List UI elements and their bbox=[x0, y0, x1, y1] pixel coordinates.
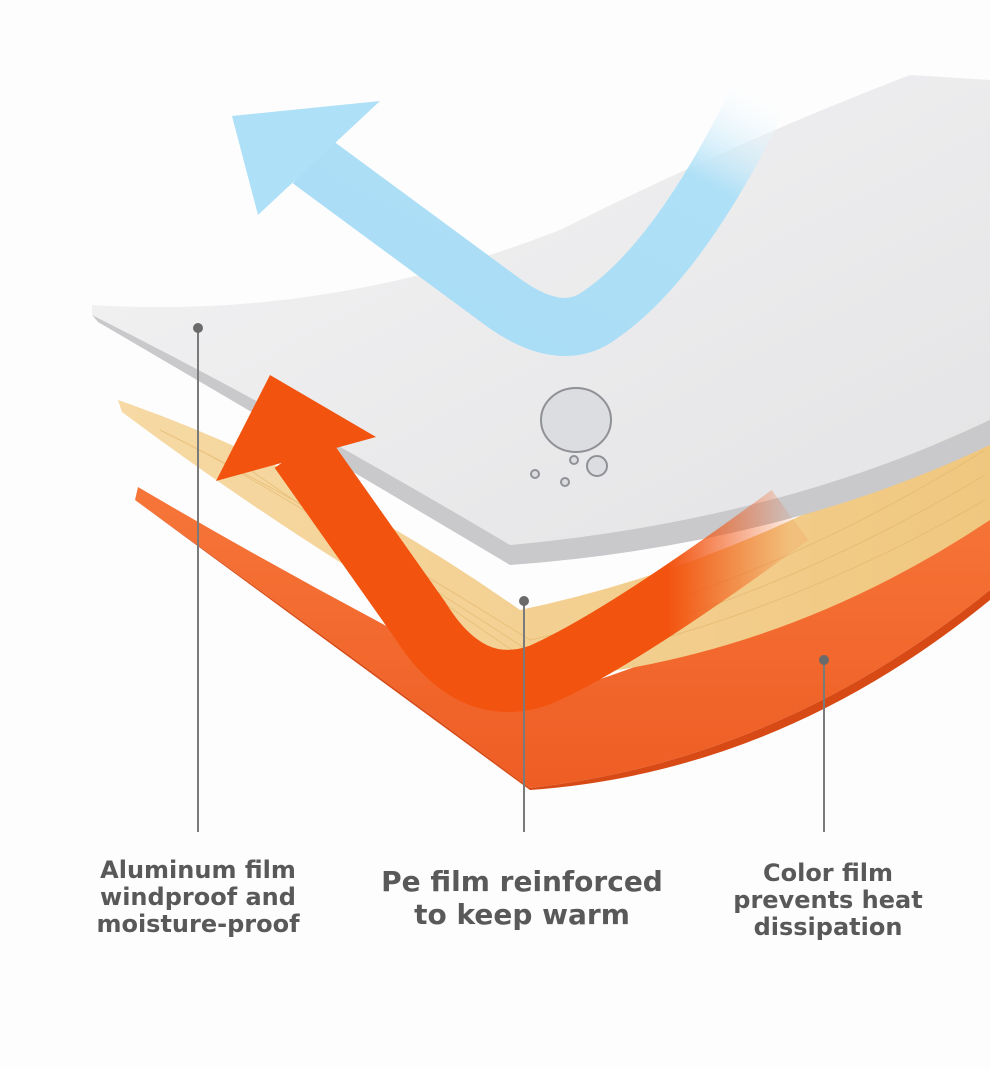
label-line: Color film bbox=[762, 859, 894, 887]
cold-air-arrowhead bbox=[232, 101, 380, 215]
label-line: to keep warm bbox=[414, 897, 630, 931]
water-droplets bbox=[530, 387, 612, 487]
leader-dot-pe bbox=[519, 596, 529, 606]
warm-air-arrowhead bbox=[216, 375, 376, 481]
color-film-label: Color film prevents heat dissipation bbox=[698, 860, 958, 941]
label-line: Pe film reinforced bbox=[381, 865, 663, 898]
aluminum-film-label: Aluminum film windproof and moisture-pro… bbox=[48, 857, 348, 938]
leader-dot-aluminum bbox=[193, 323, 203, 333]
cold-air-arrow bbox=[292, 82, 787, 356]
leader-dot-color bbox=[819, 655, 829, 665]
label-line: windproof and bbox=[100, 882, 296, 911]
warm-air-arrow bbox=[274, 432, 809, 712]
label-line: moisture-proof bbox=[96, 909, 300, 938]
color-film-layer bbox=[135, 470, 990, 788]
leader-lines bbox=[197, 328, 825, 832]
pe-film-label: Pe film reinforced to keep warm bbox=[362, 865, 682, 932]
label-line: Aluminum film bbox=[100, 856, 296, 884]
label-line: dissipation bbox=[753, 912, 903, 941]
pe-film-layer bbox=[118, 400, 990, 680]
label-line: prevents heat bbox=[733, 885, 923, 914]
